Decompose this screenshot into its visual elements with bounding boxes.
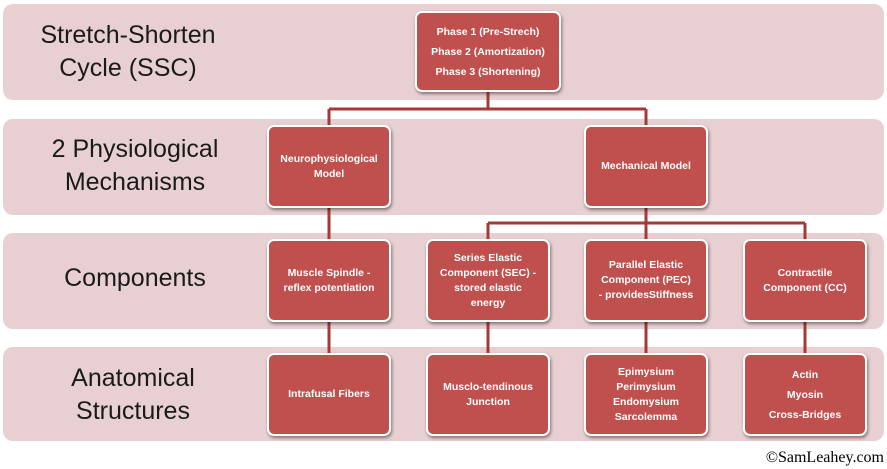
node-connective-tissue: Epimysium Perimysium Endomysium Sarcolem… [584,353,708,436]
node-mechanical-model-text: Mechanical Model [601,160,691,172]
node-muscle-spindle-text: Muscle Spindle - reflex potentiation [283,266,375,294]
band-label-ssc: Stretch-Shorten Cycle (SSC) [40,21,216,82]
node-contractile-component: Contractile Component (CC) [743,239,867,322]
node-neurophysiological-model-text: Neurophysiological Model [280,152,378,180]
node-cross-bridges: Actin Myosin Cross-Bridges [743,353,867,436]
node-neurophysiological-model: Neurophysiological Model [267,125,391,208]
copyright-text: ©SamLeahey.com [765,449,884,466]
node-mechanical-model: Mechanical Model [584,125,708,208]
node-connective-tissue-text: Epimysium Perimysium Endomysium Sarcolem… [613,365,679,423]
node-series-elastic-component-text: Series Elastic Component (SEC) - stored … [439,251,537,309]
node-muscle-spindle: Muscle Spindle - reflex potentiation [267,239,391,322]
node-musclo-tendinous-junction: Musclo-tendinous Junction [426,353,550,436]
node-contractile-component-text: Contractile Component (CC) [763,266,847,294]
node-cross-bridges-text: Actin Myosin Cross-Bridges [768,368,842,421]
node-intrafusal-fibers-text: Intrafusal Fibers [288,388,370,400]
node-phases-text: Phase 1 (Pre-Strech) Phase 2 (Amortizati… [431,25,545,78]
band-mechanisms [3,119,884,215]
node-phases: Phase 1 (Pre-Strech) Phase 2 (Amortizati… [415,11,561,92]
node-intrafusal-fibers: Intrafusal Fibers [267,353,391,436]
band-label-components: Components [64,264,206,292]
node-parallel-elastic-component: Parallel Elastic Component (PEC) - provi… [584,239,708,322]
band-label-mechanisms: 2 Physiological Mechanisms [51,135,219,196]
node-series-elastic-component: Series Elastic Component (SEC) - stored … [426,239,550,322]
band-label-anatomical: Anatomical Structures [71,364,195,425]
node-musclo-tendinous-junction-text: Musclo-tendinous Junction [443,380,533,408]
node-parallel-elastic-component-text: Parallel Elastic Component (PEC) - provi… [598,259,694,301]
